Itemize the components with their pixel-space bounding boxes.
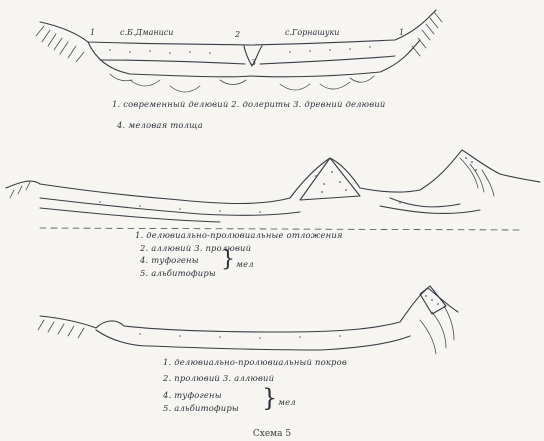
legend-2-line-3: 4. туфогены	[140, 255, 199, 265]
legend-3-brace: }	[262, 386, 277, 410]
legend-2-line-1: 1. делювиально-пролювиальные отложения	[135, 230, 343, 240]
legend-2-brace: }	[221, 249, 235, 271]
legend-2-brace-label: мел	[236, 259, 254, 269]
cross-section-2	[6, 150, 540, 230]
legend-1-line-1: 1. современный делювий 2. долериты 3. др…	[112, 99, 386, 109]
legend-3-line-2: 2. пролювий 3. аллювий	[163, 373, 274, 383]
village-label-right: с.Горнашуки	[285, 28, 339, 37]
figure-caption: Схема 5	[0, 429, 544, 439]
legend-3-brace-label: мел	[278, 397, 296, 407]
marker-1-left: 1	[90, 28, 95, 37]
legend-3-line-4: 5. альбитофиры	[163, 403, 239, 413]
cross-section-1	[36, 10, 442, 92]
legend-1-line-2: 4. меловая толща	[117, 120, 203, 130]
marker-2: 2	[235, 30, 240, 39]
marker-1-right: 1	[399, 28, 404, 37]
village-label-left: с.Б.Дманиси	[120, 28, 173, 37]
legend-3-line-1: 1. делювиально-пролювиальный покров	[163, 357, 347, 367]
legend-3-line-3: 4. туфогены	[163, 390, 222, 400]
cross-section-3	[38, 286, 458, 354]
marker-3: 3	[251, 58, 256, 67]
legend-2-line-4: 5. альбитофиры	[140, 268, 216, 278]
